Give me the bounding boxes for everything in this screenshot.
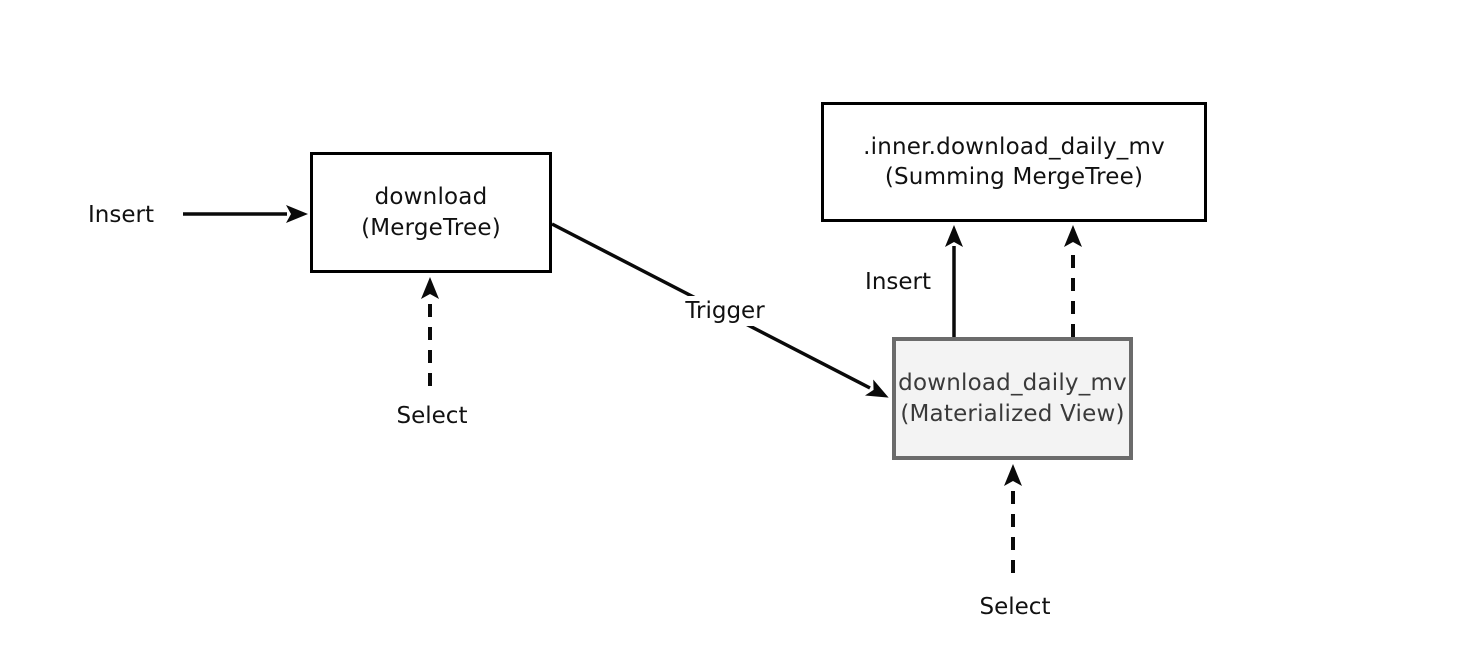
edge-label-select-left: Select bbox=[396, 403, 468, 429]
node-engine: (Summing MergeTree) bbox=[884, 164, 1144, 190]
edge-label-insert-right: Insert bbox=[865, 269, 931, 295]
edge-label-insert-left: Insert bbox=[88, 202, 154, 228]
edge-label-trigger: Trigger bbox=[677, 296, 773, 326]
node-title: download bbox=[374, 184, 488, 211]
node-title: .inner.download_daily_mv bbox=[863, 133, 1165, 160]
node-engine: (MergeTree) bbox=[361, 214, 501, 241]
node-title: download_daily_mv bbox=[898, 370, 1127, 397]
node-download-mergetree: download (MergeTree) bbox=[310, 152, 552, 273]
node-engine: (Materialized View) bbox=[900, 400, 1125, 427]
edge-label-select-right: Select bbox=[979, 594, 1051, 620]
node-inner-summing-mergetree: .inner.download_daily_mv (Summing MergeT… bbox=[821, 102, 1207, 222]
node-materialized-view: download_daily_mv (Materialized View) bbox=[892, 337, 1133, 460]
